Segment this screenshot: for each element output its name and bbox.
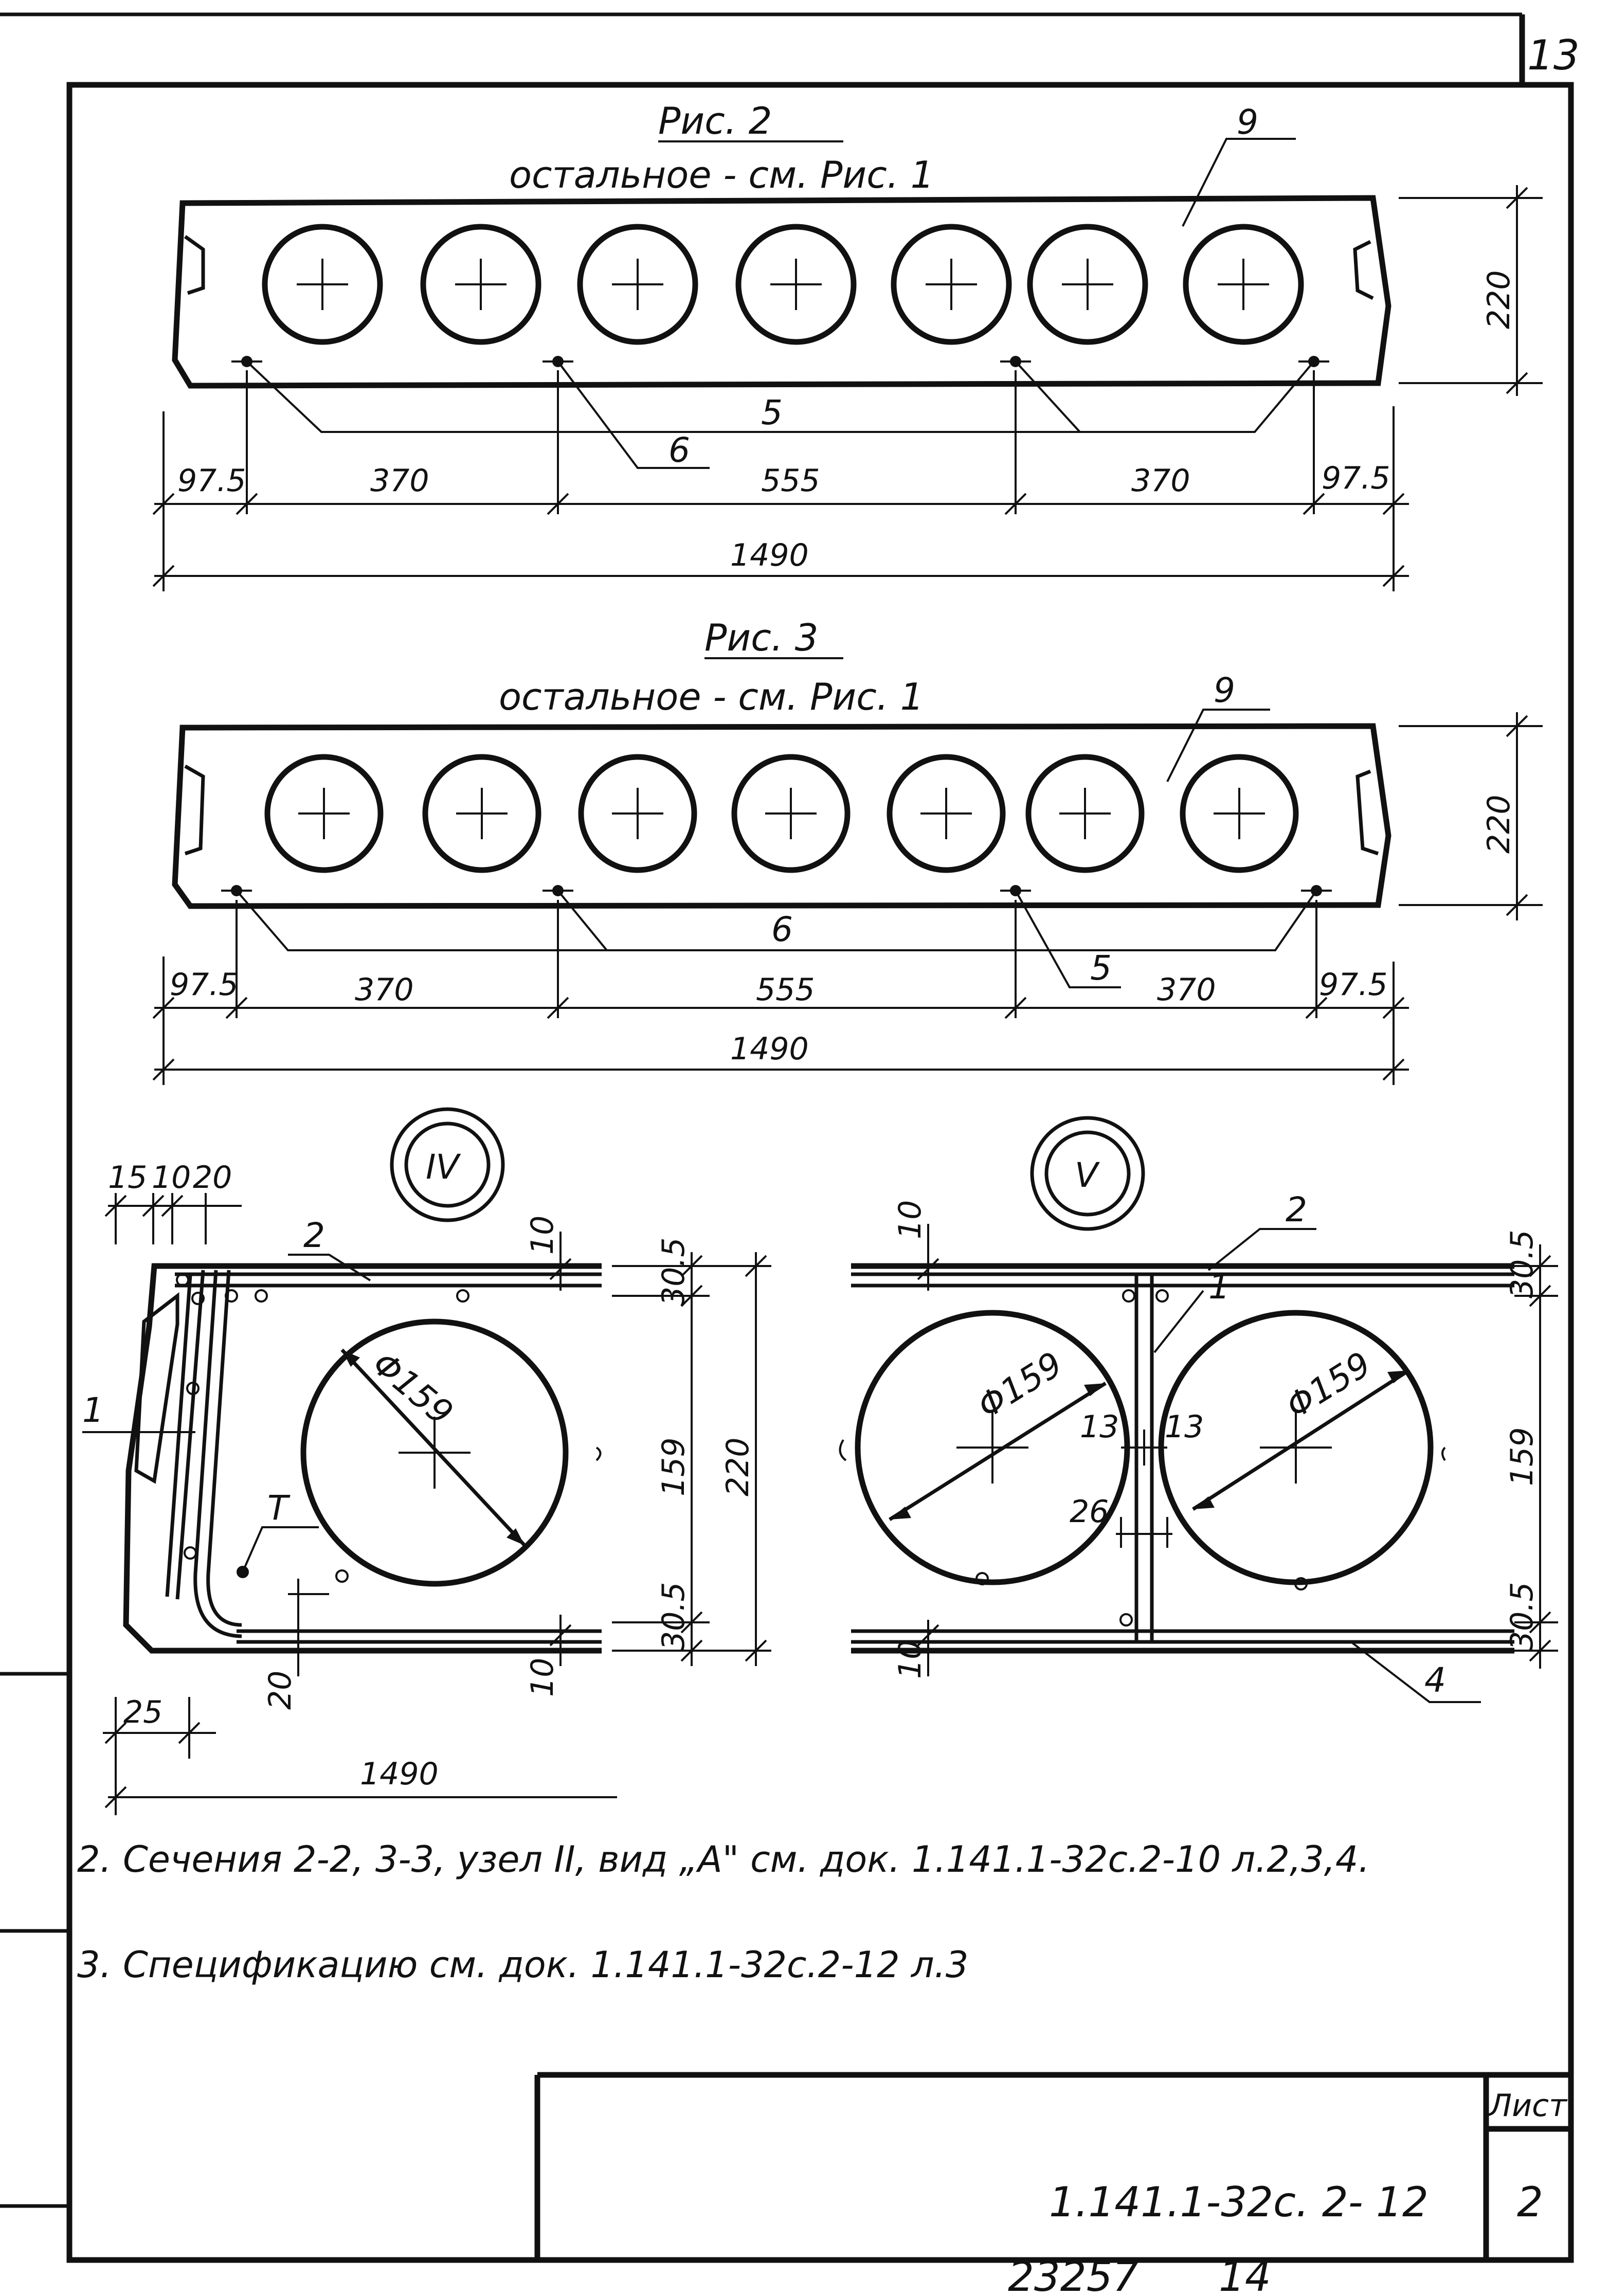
node5-dim-13-left: 13: [1080, 1409, 1119, 1445]
fig2-dim-2: 370: [370, 463, 429, 499]
fig2-dim-3: 555: [761, 463, 820, 499]
fig3-dim-2: 370: [355, 972, 414, 1008]
fig2-title: Рис. 2: [658, 99, 772, 142]
node5-dim-13-right: 13: [1165, 1409, 1204, 1445]
fig3-total: 1490: [730, 1031, 809, 1067]
sheet-number: 2: [1517, 2178, 1543, 2226]
fig3-slab-outline: [172, 723, 1391, 909]
node4-label-2: 2: [303, 1216, 325, 1255]
fig2-subtitle: остальное - см. Рис. 1: [509, 153, 934, 196]
fig2-height-dim: 220: [1481, 270, 1517, 329]
node4-dim-30-5-top: 30.5: [656, 1237, 692, 1306]
node4-badge-text: IV: [426, 1147, 461, 1187]
footer: 23257 14: [1008, 2253, 1271, 2296]
fig3-dim-3: 555: [756, 972, 815, 1008]
footer-page: 14: [1219, 2253, 1271, 2296]
node5-dim-26: 26: [1070, 1494, 1109, 1530]
title-block: Лист 1.141.1-32с. 2- 12 2: [534, 2072, 1571, 2260]
fig2-bars: [231, 356, 1329, 367]
node4-dim-1490: 1490: [360, 1756, 439, 1792]
fig2-dim-4: 370: [1131, 463, 1190, 499]
note-2: 2. Сечения 2-2, 3-3, узел II, вид „А" см…: [77, 1838, 1370, 1881]
sheet-corner-number: 13: [1527, 31, 1580, 79]
fig3-holes: [264, 754, 1299, 873]
node5-dim-159: 159: [1504, 1427, 1540, 1486]
node4-dim-20: 20: [262, 1671, 298, 1710]
node5-diameter-right: Φ159: [1279, 1344, 1378, 1426]
node4-dim-30-5-bottom: 30.5: [656, 1582, 692, 1651]
fig3-dim-4: 370: [1157, 972, 1216, 1008]
figure-2: Рис. 2 остальное - см. Рис. 1 9: [152, 99, 1543, 591]
fig2-dim-1: 97.5: [177, 463, 246, 499]
node-IV: IV 15 10 20 Φ159: [82, 1107, 771, 1815]
fig3-title: Рис. 3: [704, 616, 818, 659]
fig3-dim-1: 97.5: [170, 967, 239, 1003]
node5-dim-30-5-bottom: 30.5: [1504, 1582, 1540, 1651]
node5-label-1: 1: [1208, 1267, 1230, 1307]
fig2-dim-5: 97.5: [1322, 460, 1390, 496]
node4-slab-outline: [123, 1263, 602, 1654]
fig3-label-5: 5: [1090, 948, 1112, 988]
node4-dim-10: 10: [152, 1160, 191, 1196]
fig3-bars: [221, 885, 1332, 896]
node5-label-2: 2: [1286, 1190, 1307, 1230]
fig2-label-6: 6: [668, 430, 690, 470]
fig3-label-9: 9: [1214, 671, 1235, 710]
footer-number: 23257: [1008, 2253, 1139, 2296]
fig2-label-9: 9: [1237, 102, 1258, 142]
fig2-label-5: 5: [761, 393, 783, 432]
fig3-dim-5: 97.5: [1319, 967, 1388, 1003]
fig2-slab-outline: [172, 195, 1391, 389]
node5-badge-text: V: [1075, 1155, 1100, 1195]
node4-dim-220: 220: [720, 1437, 756, 1496]
fig3-height-dim: 220: [1481, 794, 1517, 854]
node5-dim-30-5-top: 30.5: [1504, 1230, 1540, 1298]
fig2-holes: [262, 224, 1304, 345]
fig2-total: 1490: [730, 537, 809, 573]
node4-dim-20: 20: [193, 1160, 232, 1196]
node4-label-T: T: [267, 1488, 291, 1528]
node4-dim-10-top: 10: [525, 1216, 561, 1255]
sheet-label: Лист: [1488, 2088, 1568, 2124]
node-V: V Φ159 Φ159 13 13 26 2: [839, 1116, 1558, 1703]
node4-dim-10-bottom: 10: [525, 1658, 561, 1697]
node4-dim-15: 15: [108, 1160, 147, 1196]
doc-code: 1.141.1-32с. 2- 12: [1049, 2178, 1429, 2226]
fig3-subtitle: остальное - см. Рис. 1: [499, 675, 924, 718]
node5-badge: V: [1030, 1116, 1145, 1231]
node4-badge: IV: [390, 1107, 505, 1222]
note-3: 3. Спецификацию см. док. 1.141.1-32с.2-1…: [77, 1944, 968, 1986]
node5-dim-10-bottom: 10: [892, 1640, 928, 1679]
node4-dim-25: 25: [123, 1694, 162, 1730]
figure-3: Рис. 3 остальное - см. Рис. 1 9 6: [152, 616, 1543, 1085]
notes: 2. Сечения 2-2, 3-3, узел II, вид „А" см…: [77, 1838, 1370, 1986]
node5-label-4: 4: [1424, 1660, 1446, 1700]
node5-dim-10-top: 10: [892, 1200, 928, 1239]
fig3-label-6: 6: [771, 910, 793, 949]
node4-label-1: 1: [82, 1390, 104, 1430]
sheet-frame: [0, 12, 1574, 2263]
node4-dim-159: 159: [656, 1437, 692, 1496]
